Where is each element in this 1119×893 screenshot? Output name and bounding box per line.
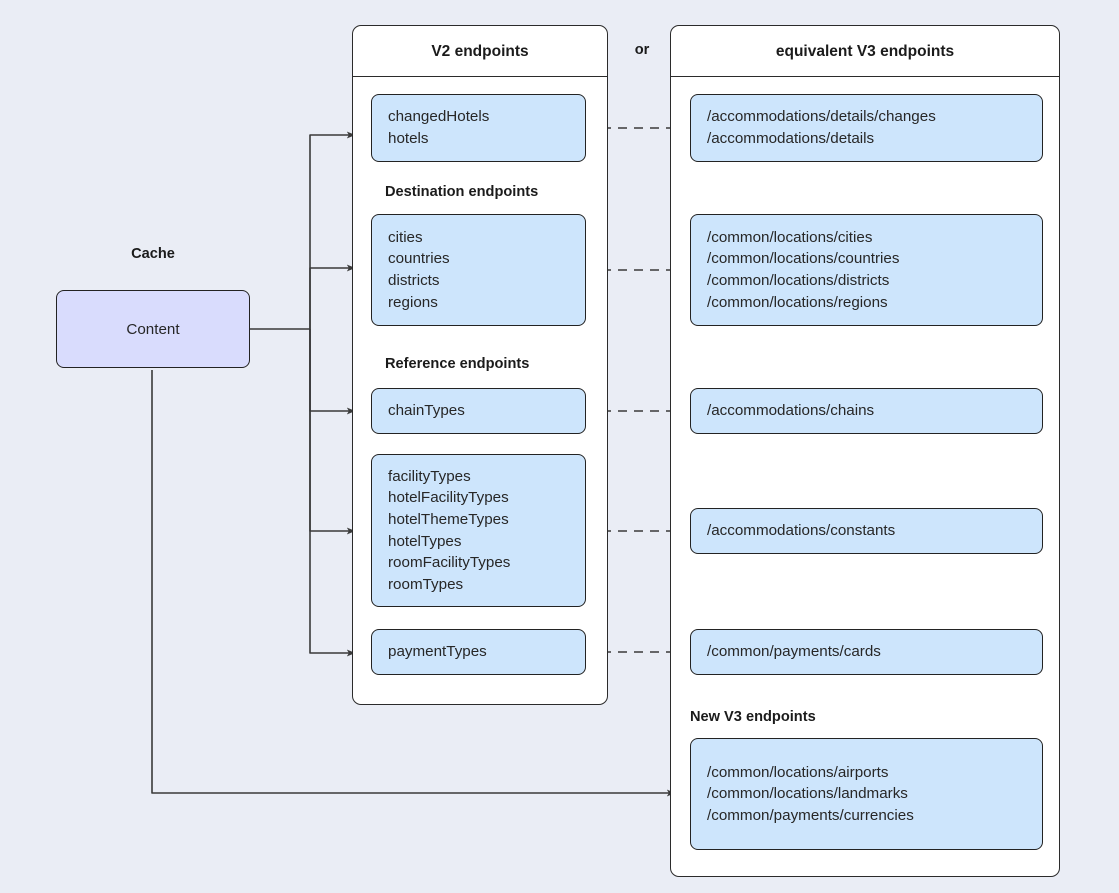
branch-chaintypes [309,329,356,415]
v3-panel-title: equivalent V3 endpoints [671,26,1059,77]
endpoint-line: hotelFacilityTypes [388,489,509,507]
endpoint-line: /accommodations/chains [707,402,875,420]
endpoint-line: cities [388,228,423,246]
v3-box-common-locations[interactable]: /common/locations/cities /common/locatio… [690,214,1043,326]
endpoint-line: /accommodations/details/changes [707,108,936,126]
branch-paymenttypes [309,329,356,657]
v2-box-payment-types[interactable]: paymentTypes [371,629,586,675]
v3-box-accommodation-chains[interactable]: /accommodations/chains [690,388,1043,434]
v3-section-label-new: New V3 endpoints [690,709,816,725]
v2-panel-title: V2 endpoints [353,26,607,77]
endpoint-line: hotels [388,130,429,147]
v3-box-accommodation-details[interactable]: /accommodations/details/changes /accommo… [690,94,1043,162]
endpoint-line: roomFacilityTypes [388,554,511,572]
v2-box-type-constants[interactable]: facilityTypes hotelFacilityTypes hotelTh… [371,454,586,607]
cache-content-label: Content [126,320,180,338]
endpoint-line: /common/locations/regions [707,293,888,311]
branch-typeconstants [309,329,356,535]
cache-title: Cache [131,246,175,262]
v2-box-destinations[interactable]: cities countries districts regions [371,214,586,326]
endpoint-line: countries [388,250,450,268]
v3-box-payments-cards[interactable]: /common/payments/cards [690,629,1043,675]
endpoint-line: /common/payments/cards [707,643,881,661]
or-label: or [634,42,650,58]
v3-endpoints-panel: equivalent V3 endpoints [670,25,1060,877]
v3-box-new-v3[interactable]: /common/locations/airports /common/locat… [690,738,1043,850]
cache-content-node[interactable]: Content [56,290,250,368]
endpoint-line: hotelTypes [388,532,462,550]
endpoint-line: facilityTypes [388,467,471,485]
endpoint-line: /common/locations/countries [707,250,900,268]
v2-section-label-destination: Destination endpoints [385,184,539,200]
endpoint-line: /common/locations/districts [707,272,890,289]
branch-hotels [303,131,356,330]
endpoint-line: changedHotels [388,108,490,126]
endpoint-line: /accommodations/constants [707,522,896,540]
endpoint-line: hotelThemeTypes [388,510,509,528]
endpoint-line: districts [388,272,440,289]
endpoint-line: /common/locations/landmarks [707,785,908,803]
endpoint-line: roomTypes [388,575,464,593]
endpoint-line: /accommodations/details [707,130,875,147]
branch-destinations [309,264,356,329]
endpoint-line: /common/locations/cities [707,228,873,246]
v2-box-hotels[interactable]: changedHotels hotels [371,94,586,162]
endpoint-line: paymentTypes [388,643,487,661]
endpoint-line: /common/payments/currencies [707,806,914,824]
v3-box-accommodation-constants[interactable]: /accommodations/constants [690,508,1043,554]
endpoint-line: regions [388,293,438,311]
v2-section-label-reference: Reference endpoints [385,356,530,372]
v2-box-chain-types[interactable]: chainTypes [371,388,586,434]
endpoint-line: /common/locations/airports [707,763,889,781]
endpoint-line: chainTypes [388,402,465,420]
